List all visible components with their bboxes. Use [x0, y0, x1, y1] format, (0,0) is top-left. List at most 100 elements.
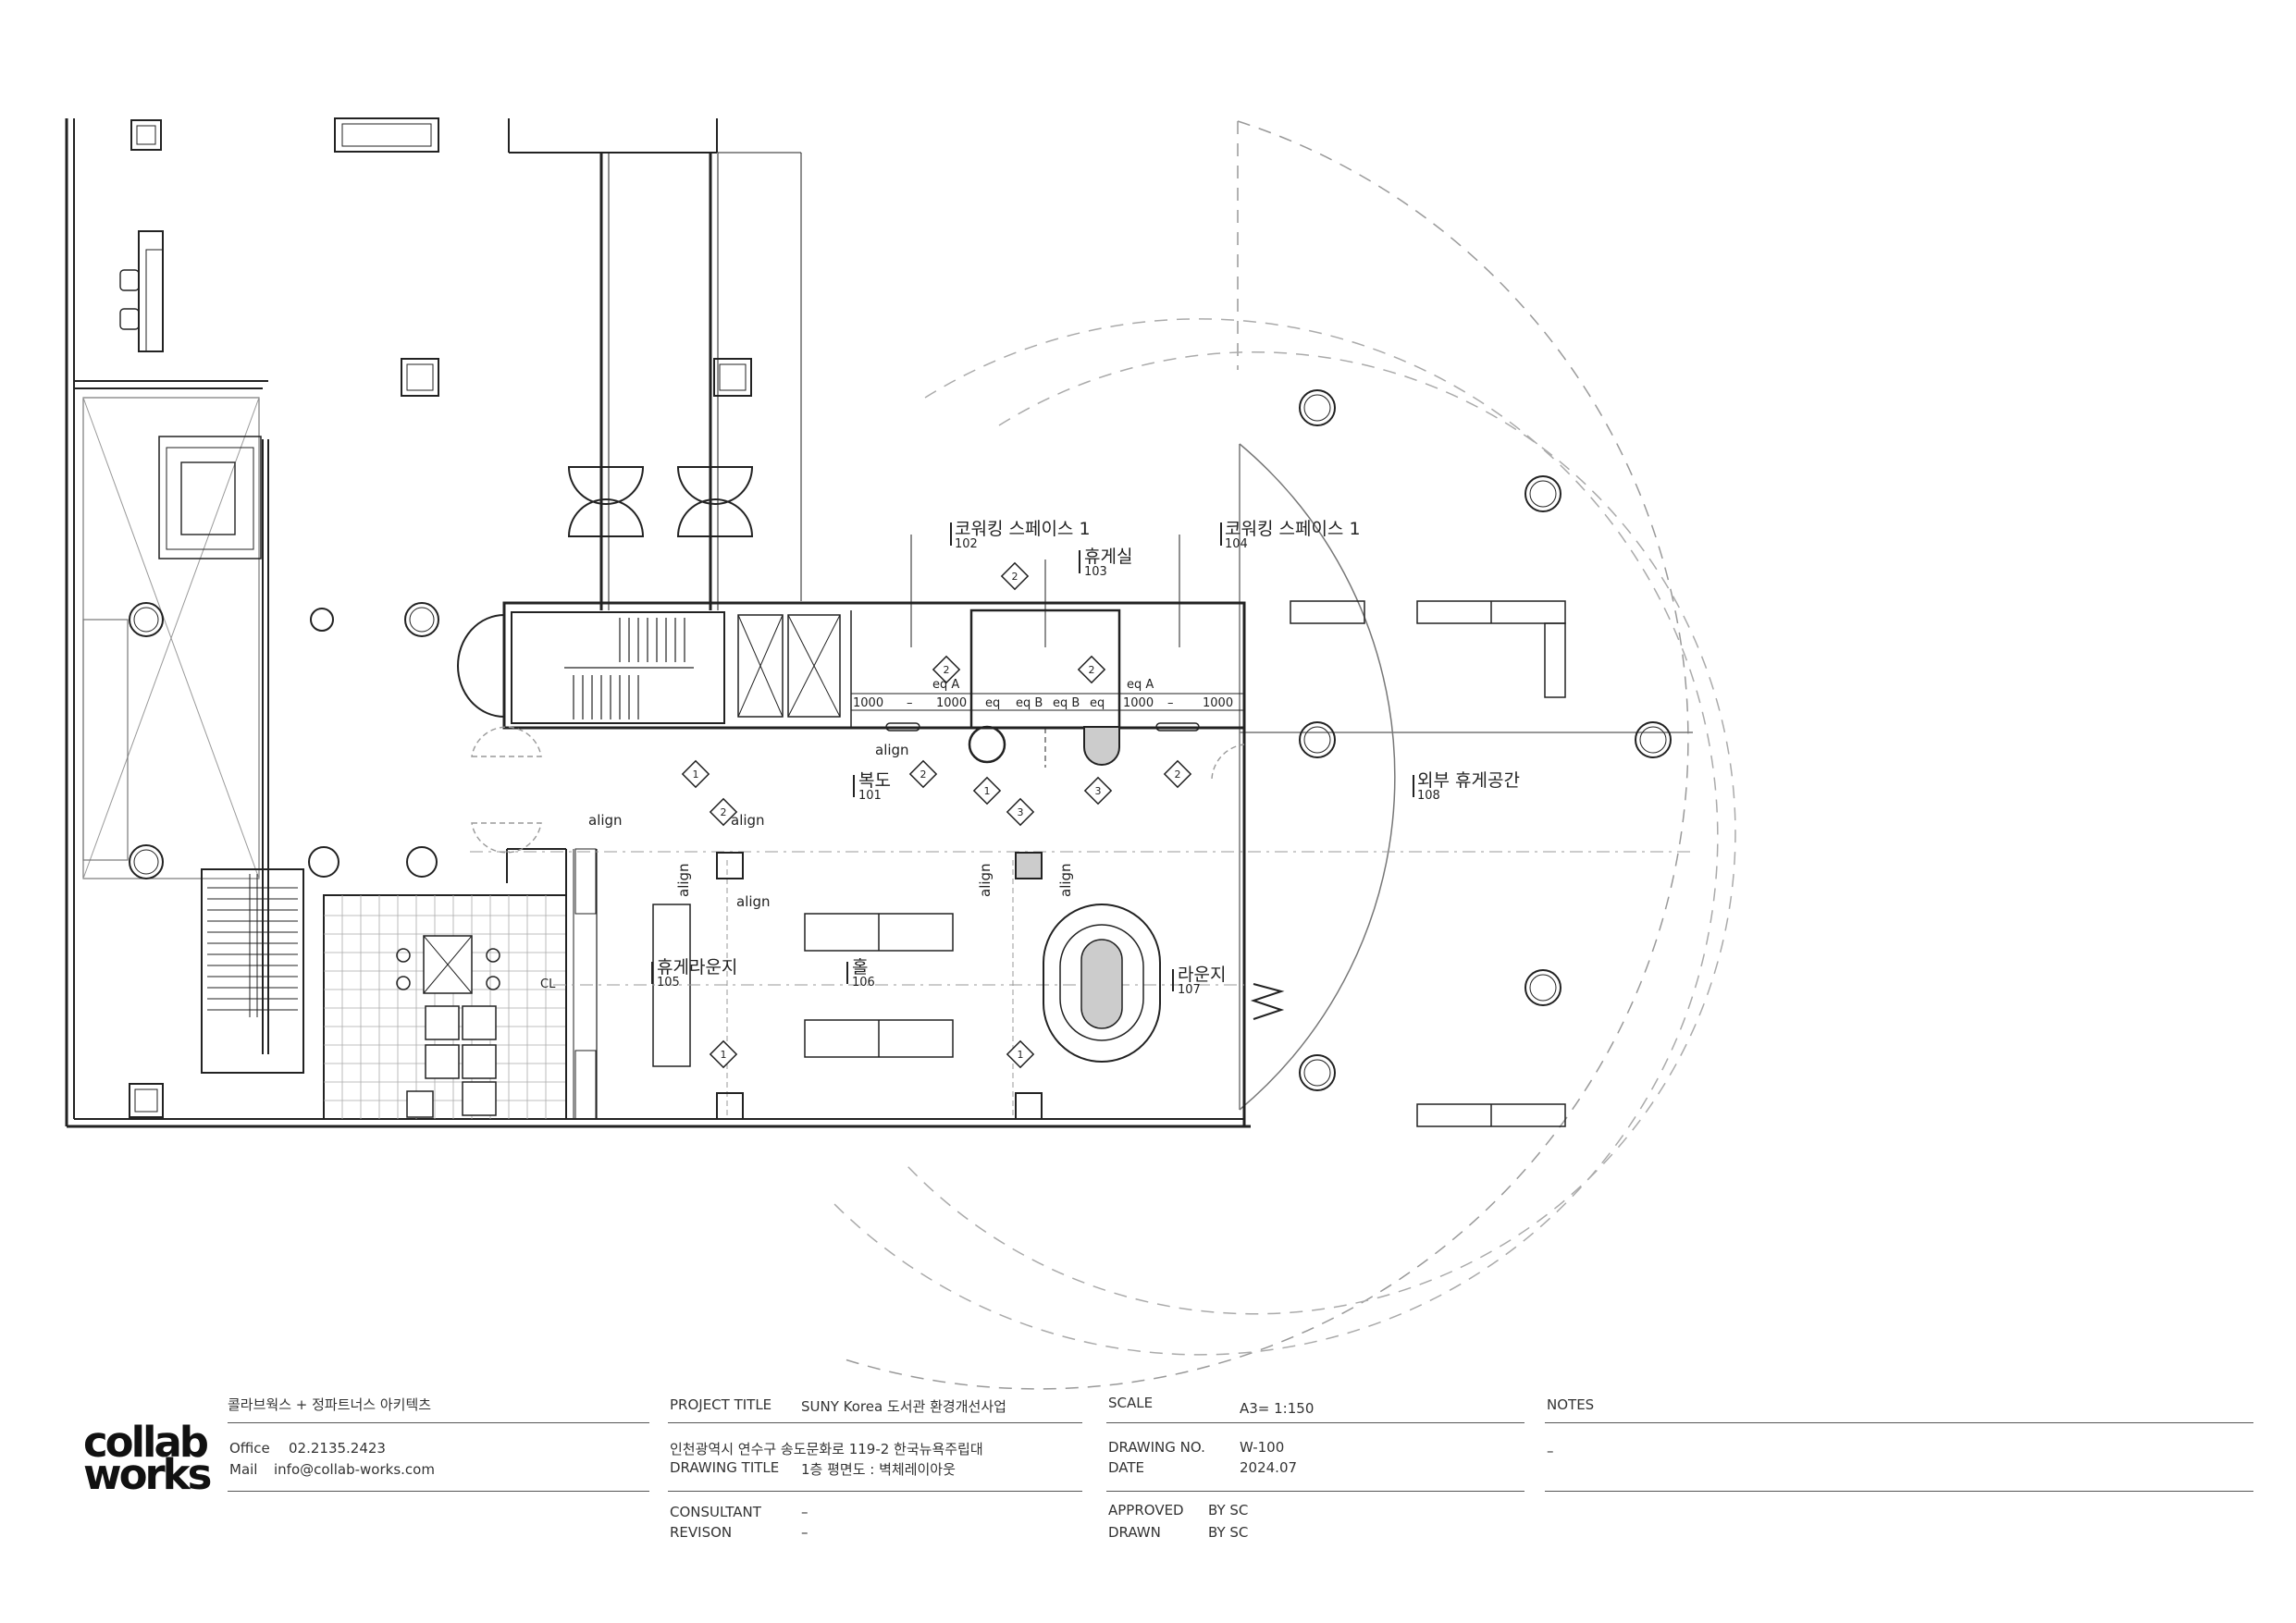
svg-text:3: 3	[1018, 806, 1024, 818]
align-note: align	[736, 893, 771, 910]
column-square	[129, 1083, 164, 1118]
toilet-stall	[425, 1044, 460, 1079]
room-number: 102	[955, 537, 978, 551]
elevator-left-inner	[166, 447, 254, 550]
room-tag-bars	[651, 523, 1414, 991]
drawing-title-label: DRAWING TITLE	[670, 1459, 780, 1476]
room-name: 코워킹 스페이스 1	[1225, 519, 1361, 539]
door-swing-dashed	[1211, 744, 1245, 780]
desk-vertical-inner	[145, 249, 164, 352]
pendant-light	[1155, 722, 1200, 732]
toilet-stall	[425, 1005, 460, 1040]
room-name: 코워킹 스페이스 1	[955, 519, 1091, 539]
room-number: 105	[657, 976, 680, 990]
outdoor-arc-solid	[1239, 443, 1396, 1111]
room-number: 108	[1417, 789, 1440, 803]
room-name: 홀	[852, 957, 868, 977]
svg-text:3: 3	[1095, 785, 1102, 797]
mail-value: info@collab-works.com	[274, 1461, 435, 1478]
door-swing-dashed	[471, 822, 542, 854]
toilet-basin	[396, 976, 411, 990]
svg-text:2: 2	[1012, 571, 1018, 583]
logo-line-2: works	[83, 1450, 212, 1499]
lounge-oval-outer	[1043, 904, 1161, 1063]
office-value: 02.2135.2423	[289, 1440, 386, 1457]
exterior-column	[1303, 726, 1331, 754]
project-address: 인천광역시 연수구 송도문화로 119-2 한국뉴욕주립대	[670, 1441, 983, 1457]
align-note: align	[588, 812, 623, 829]
column-round	[404, 602, 439, 637]
door-swing	[567, 498, 645, 537]
title-rule	[1106, 1491, 1524, 1492]
align-note: align	[731, 812, 765, 829]
toilet-basin	[486, 948, 500, 963]
column-square	[1015, 1092, 1043, 1120]
lounge-oval-inner	[1080, 939, 1123, 1029]
outdoor-bench	[1544, 622, 1566, 698]
svg-text:1: 1	[984, 785, 991, 797]
door-swing	[676, 466, 754, 505]
elevator	[787, 614, 841, 718]
outdoor-arc-inner	[906, 351, 1736, 1315]
drawing-no-label: DRAWING NO.	[1108, 1439, 1205, 1456]
toilet-basin	[486, 976, 500, 990]
drawing-no-value: W-100	[1240, 1439, 1285, 1456]
project-title-label: PROJECT TITLE	[670, 1396, 772, 1413]
svg-text:eq B: eq B	[1053, 696, 1080, 710]
firm-name: 콜라브웍스 + 정파트너스 아키텍츠	[228, 1396, 432, 1413]
drawing-title-value: 1층 평면도 : 벽체레이아웃	[801, 1461, 956, 1478]
notes-label: NOTES	[1547, 1396, 1595, 1413]
room-number: 101	[858, 789, 882, 803]
room-name: 휴게라운지	[657, 957, 737, 977]
column-round	[133, 607, 159, 633]
chair-1	[119, 269, 140, 291]
outdoor-bench	[1290, 600, 1365, 624]
title-rule	[1545, 1491, 2253, 1492]
elevator-left	[158, 436, 262, 559]
exterior-column	[1524, 969, 1562, 1006]
consultant-label: CONSULTANT	[670, 1504, 761, 1520]
column-square	[713, 358, 752, 397]
align-note: align	[875, 742, 909, 758]
align-note: align	[1057, 863, 1074, 897]
door-swing-dashed	[471, 726, 542, 757]
stair-arc	[457, 614, 505, 718]
stair-treads	[564, 618, 694, 719]
svg-text:1000: 1000	[936, 696, 967, 710]
room-number: 104	[1225, 537, 1248, 551]
svg-text:eq: eq	[1090, 696, 1105, 710]
exterior-column	[1529, 974, 1557, 1002]
atrium-void-x2	[82, 397, 260, 879]
svg-text:1: 1	[693, 768, 699, 781]
elevator-x	[737, 614, 784, 718]
exterior-column	[1639, 726, 1667, 754]
svg-text:eq: eq	[985, 696, 1000, 710]
svg-text:–: –	[907, 696, 913, 710]
column-square-hatched	[1015, 852, 1043, 879]
column-square	[406, 363, 434, 391]
chair-2	[119, 308, 140, 330]
scale-label: SCALE	[1108, 1395, 1154, 1411]
column-square	[719, 363, 747, 391]
toilet-basin	[396, 948, 411, 963]
door-swing	[567, 466, 645, 505]
stair-core	[511, 611, 725, 724]
svg-text:1000: 1000	[1203, 696, 1233, 710]
exterior-column	[1299, 721, 1336, 758]
svg-text:1: 1	[721, 1049, 727, 1061]
svg-text:2: 2	[944, 664, 950, 676]
approved-by: BY SC	[1208, 1502, 1249, 1518]
exterior-column	[1635, 721, 1672, 758]
svg-text:1: 1	[1018, 1049, 1024, 1061]
column-round	[129, 844, 164, 879]
drawn-by: BY SC	[1208, 1524, 1249, 1541]
top-bench	[334, 117, 439, 153]
top-bench-inner	[341, 123, 432, 147]
door-swing	[676, 498, 754, 537]
section-markers	[681, 561, 1192, 1069]
corridor-column-hatched	[1083, 726, 1120, 766]
svg-text:2: 2	[1089, 664, 1095, 676]
svg-text:CL: CL	[540, 977, 556, 991]
column-square	[716, 852, 744, 879]
scale-value: A3= 1:150	[1240, 1400, 1315, 1417]
